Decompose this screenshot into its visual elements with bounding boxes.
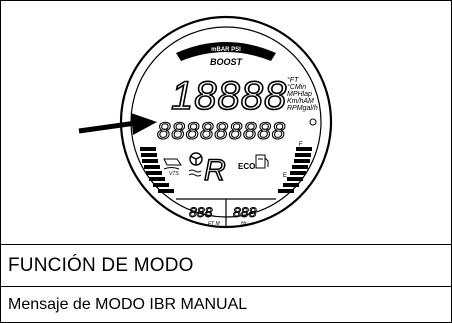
boost-bar — [176, 42, 276, 61]
title-row: FUNCIÓN DE MODO — [1, 244, 451, 286]
fuel-full-label: F — [299, 142, 303, 148]
section-title: FUNCIÓN DE MODO — [8, 255, 194, 276]
gauge-illustration: mBAR PSI BOOST 18888 °FT °CMin MPHlap Km… — [78, 15, 333, 229]
pointer-arrow — [78, 113, 157, 135]
gauge-figure: mBAR PSI BOOST 18888 °FT °CMin MPHlap Km… — [1, 1, 451, 244]
water-icon — [188, 169, 202, 177]
bottom-left-digits: 888 — [189, 204, 213, 220]
eco-indicator: ECO — [238, 162, 255, 171]
right-bar-graph — [278, 147, 312, 193]
bottom-left-units: FT M — [208, 221, 220, 227]
boost-label: BOOST — [210, 57, 244, 67]
vts-label: VTS — [169, 171, 179, 177]
unit-label-ft: °FT — [287, 76, 299, 84]
unit-label-kmham: Km/hAM — [287, 98, 314, 105]
unit-label-cmin: °CMin — [287, 83, 306, 91]
steering-icon — [189, 152, 203, 166]
matrix-indicator — [309, 118, 317, 126]
bottom-right-digits: 888 — [233, 204, 257, 220]
matrix-display: 888888888 — [157, 118, 286, 145]
unit-label-rpmgalh: RPMgal/h — [287, 105, 318, 112]
main-digits: 18888 — [171, 74, 287, 118]
unit-label-mphlap: MPHlap — [287, 91, 312, 98]
gear-indicator: R — [204, 154, 226, 187]
fuel-icon — [255, 154, 269, 169]
fuel-empty-label: E — [283, 173, 287, 179]
left-bar-graph — [140, 147, 174, 193]
boost-scale-label: mBAR PSI — [211, 47, 241, 53]
section-caption: Mensaje de MODO IBR MANUAL — [8, 296, 248, 313]
bottom-right-units: Hr — [241, 221, 247, 227]
caption-row: Mensaje de MODO IBR MANUAL — [1, 286, 451, 323]
trim-icon — [163, 158, 182, 170]
